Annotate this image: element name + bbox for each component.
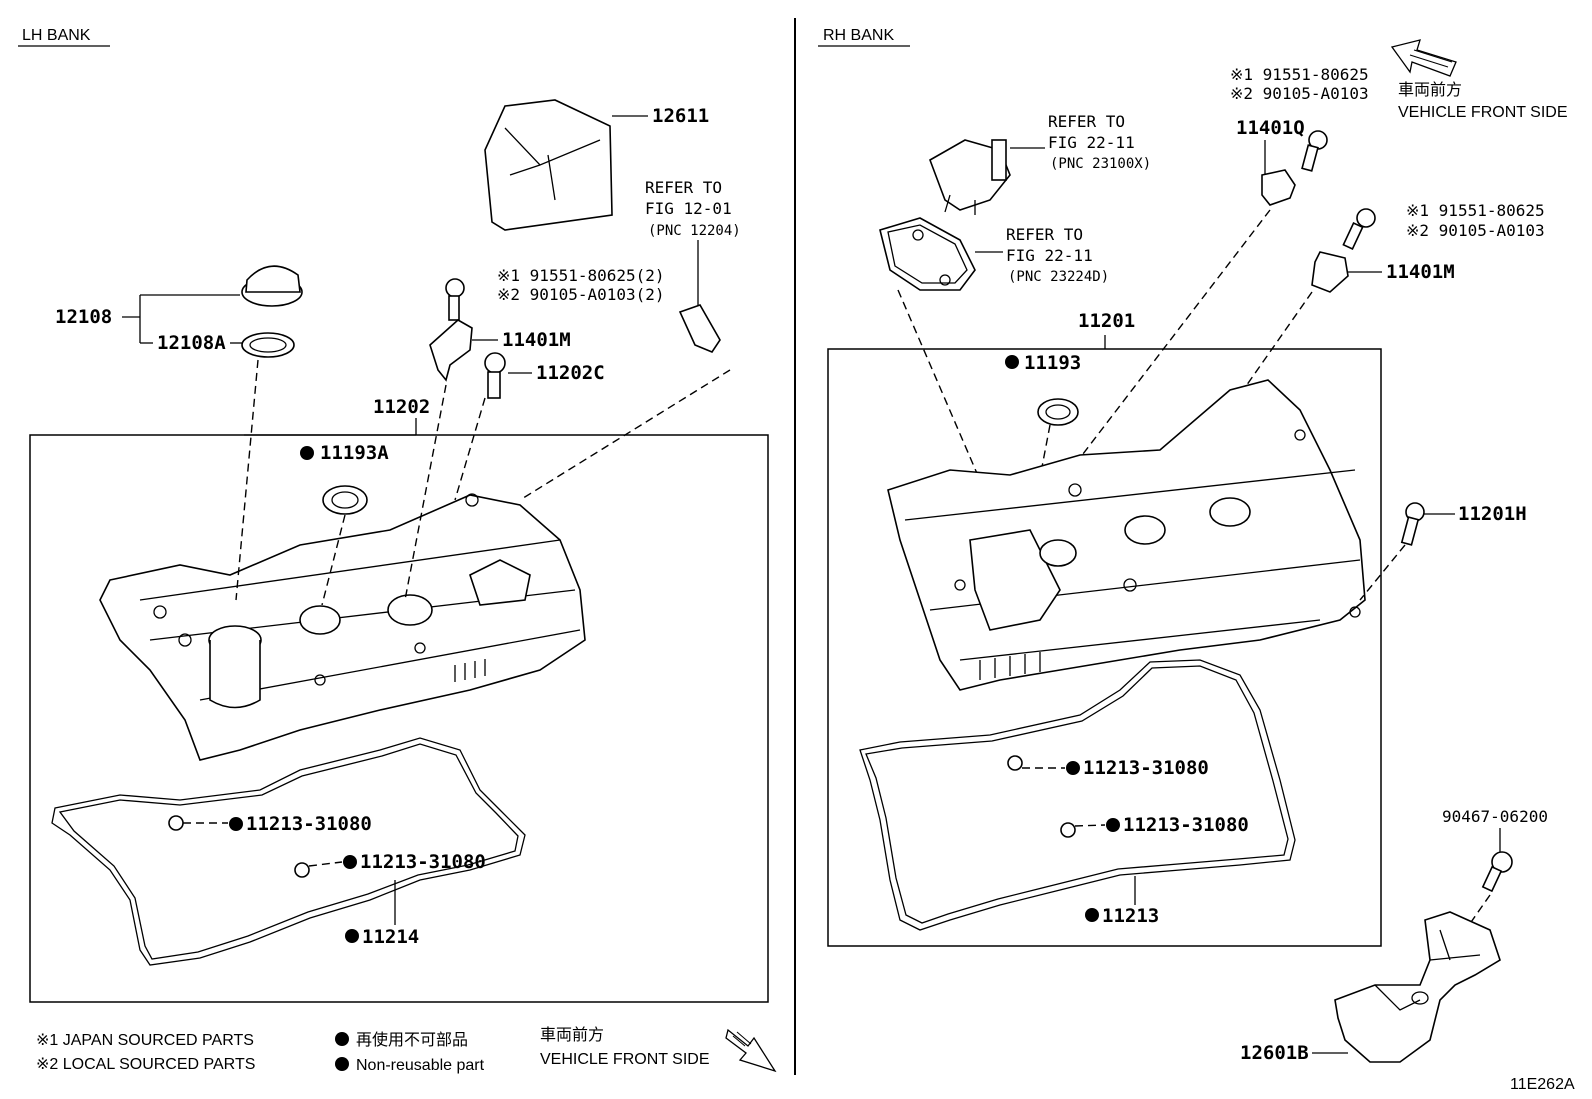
gasket-12108a[interactable] (241, 332, 295, 358)
front-arrow-icon (1390, 39, 1457, 77)
rh-front-en: VEHICLE FRONT SIDE (1398, 104, 1568, 121)
engine-cover-12611[interactable] (484, 99, 613, 231)
bolt-11202c[interactable] (484, 352, 506, 399)
rh-note-2-mid: ※2 90105-A0103 (1406, 221, 1545, 240)
bolt-icon (445, 278, 465, 321)
label-12601b: 12601B (1240, 1042, 1309, 1064)
label-11202c: 11202C (536, 362, 605, 384)
non-reusable-dot-icon (1005, 355, 1019, 369)
cam-sensor-11401m[interactable] (429, 319, 473, 382)
label-11213-lh-a: 11213-31080 (246, 813, 372, 835)
gasket-11214[interactable] (51, 737, 526, 966)
rh-cover-box (827, 348, 1382, 947)
non-reusable-dot-icon (335, 1032, 349, 1046)
rh-bank-title: RH BANK (823, 27, 894, 44)
cam-sensor-11401m-rh[interactable] (1311, 251, 1349, 293)
front-arrow-icon (725, 1028, 777, 1073)
label-11214: 11214 (362, 926, 419, 948)
label-11213-rh-b: 11213-31080 (1123, 814, 1249, 836)
grommet-icon (168, 815, 310, 878)
grommet-icon (1007, 755, 1076, 838)
gasket-11213[interactable] (859, 659, 1296, 931)
legend-nonreuse-jp: 再使用不可部品 (356, 1031, 468, 1049)
gasket-23224d[interactable] (879, 217, 976, 291)
label-11202: 11202 (373, 396, 430, 418)
cylinder-head-cover-rh[interactable] (887, 379, 1366, 691)
lh-note-2: ※2 90105-A0103(2) (497, 285, 665, 304)
label-11401m-rh: 11401M (1386, 261, 1455, 283)
rh-note-1-mid: ※1 91551-80625 (1406, 201, 1545, 220)
bracket-12601b[interactable] (1334, 911, 1501, 1063)
refer-text-3c: (PNC 23224D) (1008, 269, 1109, 285)
refer-text-1a: REFER TO (645, 178, 722, 197)
figure-id: 11E262A (1510, 1076, 1575, 1093)
seal-11193a[interactable] (322, 485, 368, 515)
cylinder-head-cover-lh[interactable] (99, 493, 586, 761)
cam-sensor-11401q[interactable] (1261, 169, 1296, 206)
refer-text-2a: REFER TO (1048, 112, 1125, 131)
lh-note-1: ※1 91551-80625(2) (497, 266, 665, 285)
label-90467: 90467-06200 (1442, 807, 1548, 826)
label-11193: 11193 (1024, 352, 1081, 374)
rh-note-2-top: ※2 90105-A0103 (1230, 84, 1369, 103)
refer-text-3b: FIG 22-11 (1006, 246, 1093, 265)
legend-local-sourced: ※2 LOCAL SOURCED PARTS (36, 1056, 255, 1073)
label-12108a: 12108A (157, 332, 226, 354)
legend-nonreuse-en: Non-reusable part (356, 1057, 485, 1074)
refer-text-3a: REFER TO (1006, 225, 1083, 244)
refer-text-1c: (PNC 12204) (648, 223, 741, 239)
label-11193a: 11193A (320, 442, 389, 464)
bolt-11201h[interactable] (1400, 502, 1425, 546)
rh-note-1-top: ※1 91551-80625 (1230, 65, 1369, 84)
refer-text-2c: (PNC 23100X) (1050, 156, 1151, 172)
label-11213-rh-a: 11213-31080 (1083, 757, 1209, 779)
label-12611: 12611 (652, 105, 709, 127)
lh-bank-title: LH BANK (22, 27, 91, 44)
label-11401q: 11401Q (1236, 117, 1305, 139)
lh-cover-box (29, 434, 769, 1003)
bolt-icon (1301, 130, 1328, 172)
bolt-icon (1342, 208, 1376, 251)
vacuum-valve-23100x[interactable] (929, 139, 1011, 215)
refer-text-2b: FIG 22-11 (1048, 133, 1135, 152)
seal-11193[interactable] (1037, 398, 1079, 426)
sensor-12204[interactable] (678, 240, 721, 353)
label-11213-lh-b: 11213-31080 (360, 851, 486, 873)
legend-front-en: VEHICLE FRONT SIDE (540, 1051, 710, 1068)
rh-front-jp: 車両前方 (1398, 81, 1462, 99)
oil-filler-cap-12108[interactable] (241, 265, 303, 307)
non-reusable-dot-icon (300, 446, 314, 460)
label-11401m-lh: 11401M (502, 329, 571, 351)
label-12108: 12108 (55, 306, 112, 328)
refer-text-1b: FIG 12-01 (645, 199, 732, 218)
label-11201h: 11201H (1458, 503, 1527, 525)
clip-90467[interactable] (1481, 851, 1513, 893)
label-11213-rh: 11213 (1102, 905, 1159, 927)
legend-japan-sourced: ※1 JAPAN SOURCED PARTS (36, 1032, 254, 1049)
legend-front-jp: 車両前方 (540, 1026, 604, 1044)
label-11201: 11201 (1078, 310, 1135, 332)
non-reusable-dot-icon (335, 1057, 349, 1071)
